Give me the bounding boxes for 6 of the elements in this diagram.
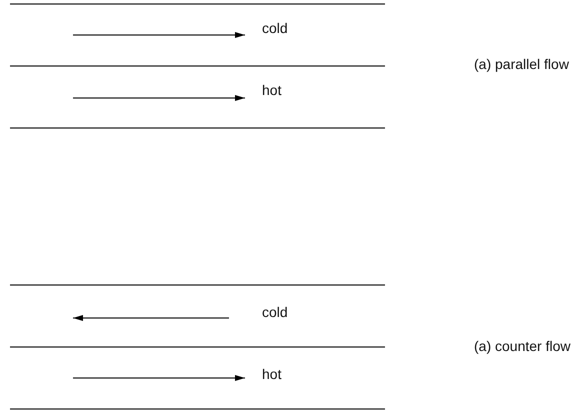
flow-label: cold xyxy=(262,303,288,321)
flow-label: cold xyxy=(262,19,288,37)
flow-label: (a) parallel flow xyxy=(474,55,569,73)
flow-label: hot xyxy=(262,81,282,99)
flow-label: (a) counter flow xyxy=(474,337,570,355)
flow-label: hot xyxy=(262,365,282,383)
